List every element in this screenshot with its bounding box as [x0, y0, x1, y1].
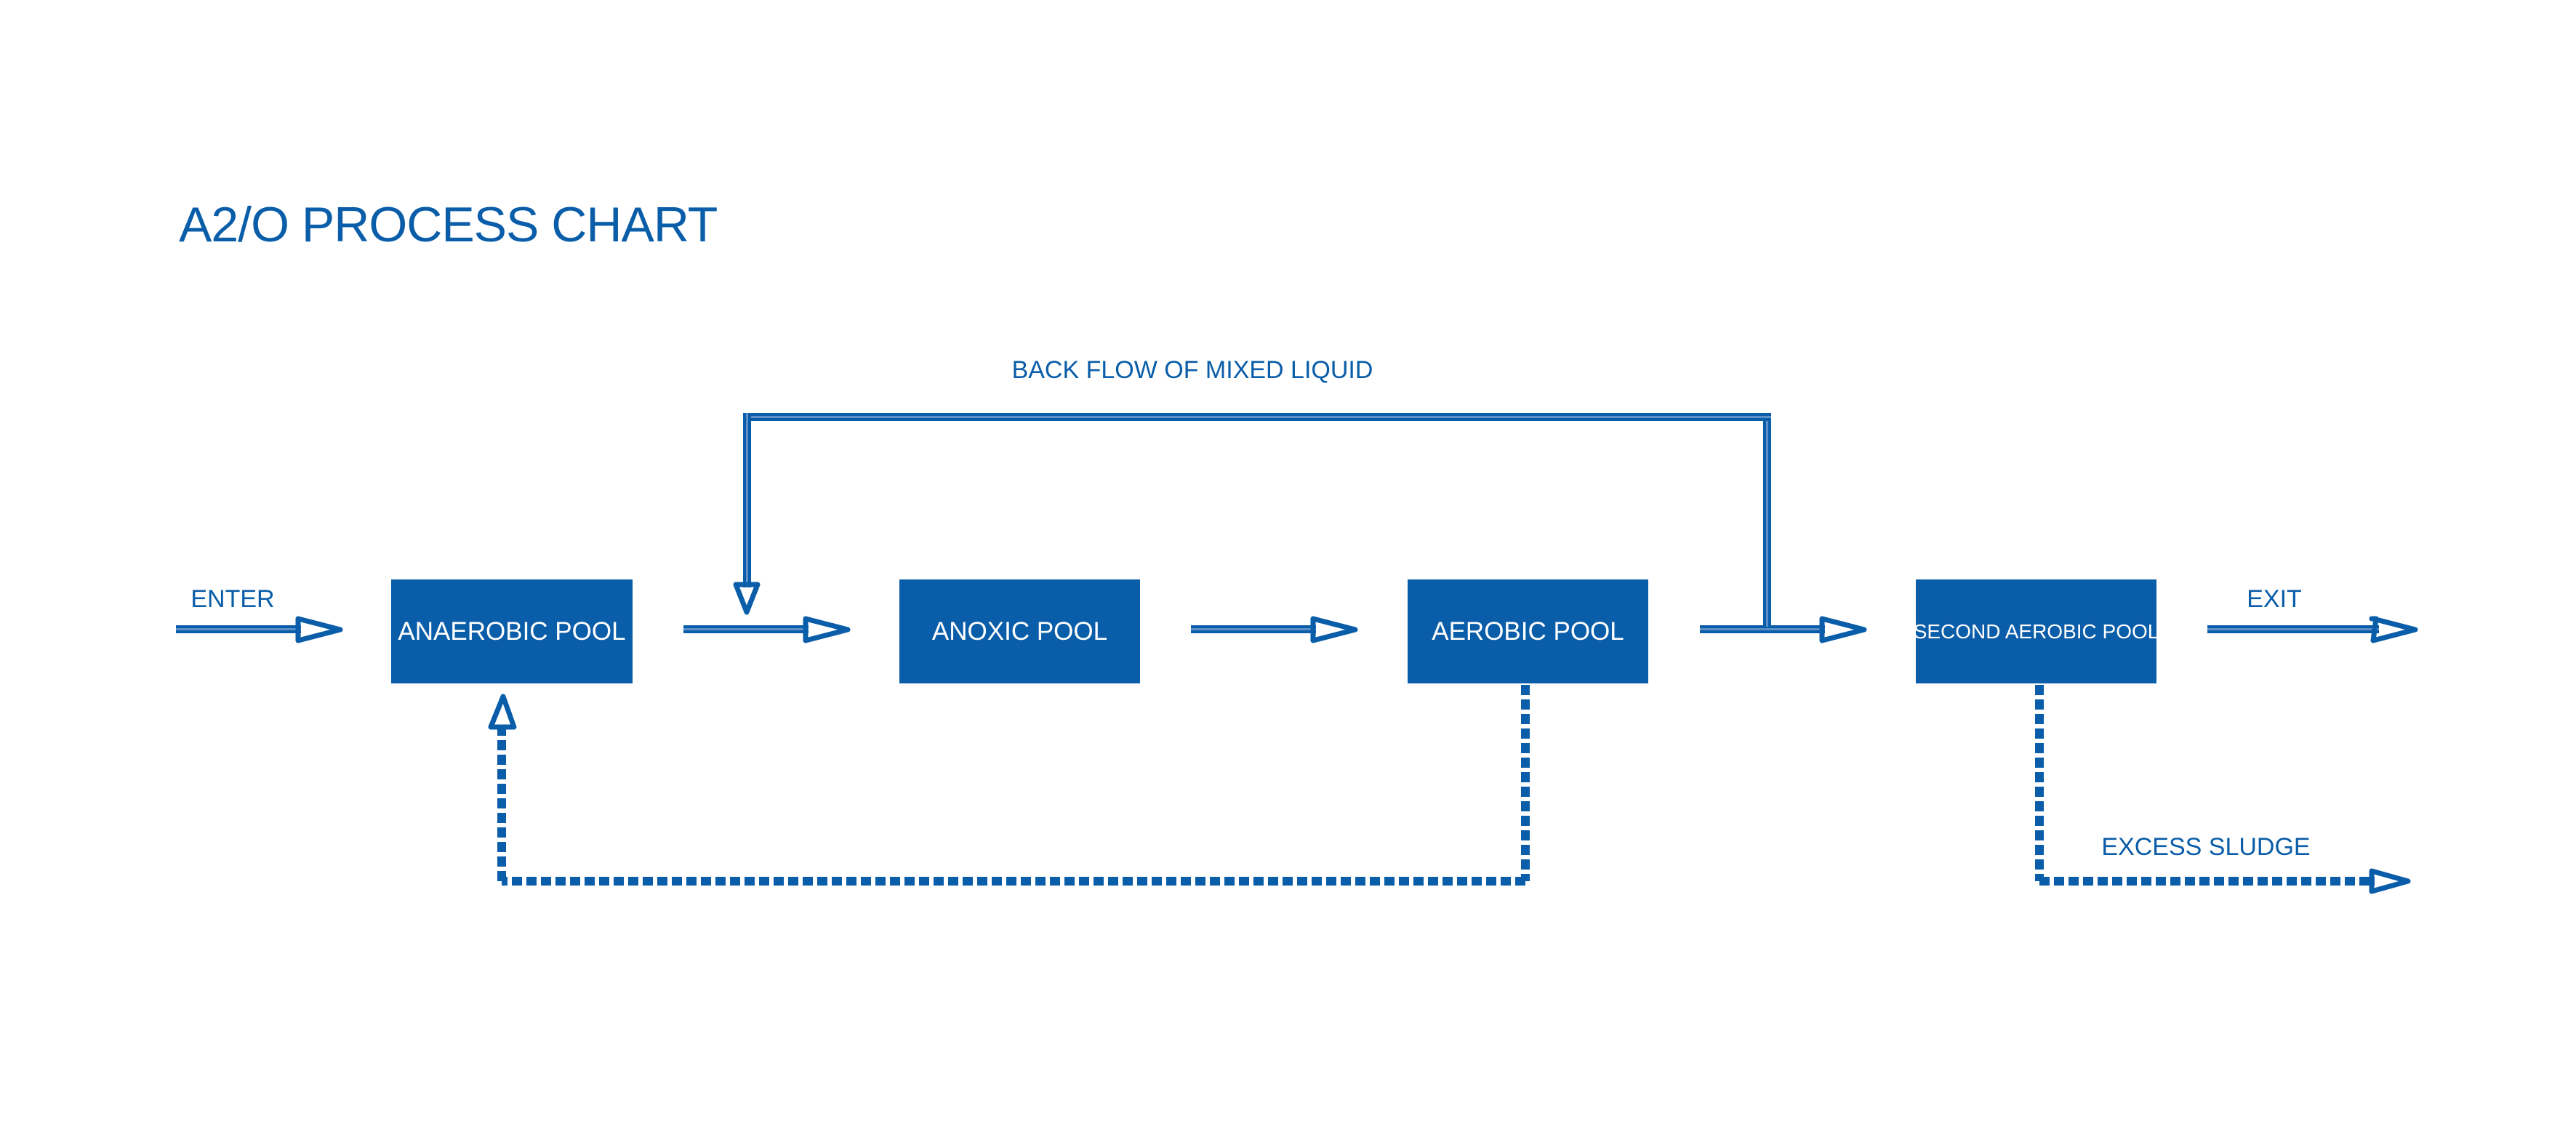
aerobic-pool-label: AEROBIC POOL — [1432, 617, 1624, 646]
flow-arrow-aerobic-to-second-aerobic — [1700, 616, 1867, 643]
excess-sludge-label: EXCESS SLUDGE — [2101, 833, 2311, 861]
flow-arrow-anaerobic-to-anoxic — [683, 616, 851, 643]
excess-sludge-line — [2035, 685, 2411, 894]
aerobic-pool-box: AEROBIC POOL — [1408, 579, 1648, 683]
enter-label: ENTER — [190, 585, 275, 613]
second-aerobic-pool-label: SECOND AEROBIC POOL — [1913, 619, 2159, 643]
anaerobic-pool-box: ANAEROBIC POOL — [391, 579, 633, 683]
flow-arrow-inlet — [176, 616, 343, 643]
anoxic-pool-box: ANOXIC POOL — [899, 579, 1140, 683]
second-aerobic-pool-box: SECOND AEROBIC POOL — [1913, 579, 2159, 683]
flow-arrow-anoxic-to-aerobic — [1191, 616, 1358, 643]
flow-arrow-outlet — [2207, 616, 2418, 643]
exit-label: EXIT — [2247, 585, 2302, 613]
sludge-return-loop — [488, 685, 1530, 886]
back-flow-loop — [733, 413, 1771, 627]
back-flow-label: BACK FLOW OF MIXED LIQUID — [1011, 356, 1373, 384]
anoxic-pool-label: ANOXIC POOL — [931, 617, 1108, 646]
page-title: A2/O PROCESS CHART — [179, 197, 718, 252]
anaerobic-pool-label: ANAEROBIC POOL — [398, 617, 626, 646]
